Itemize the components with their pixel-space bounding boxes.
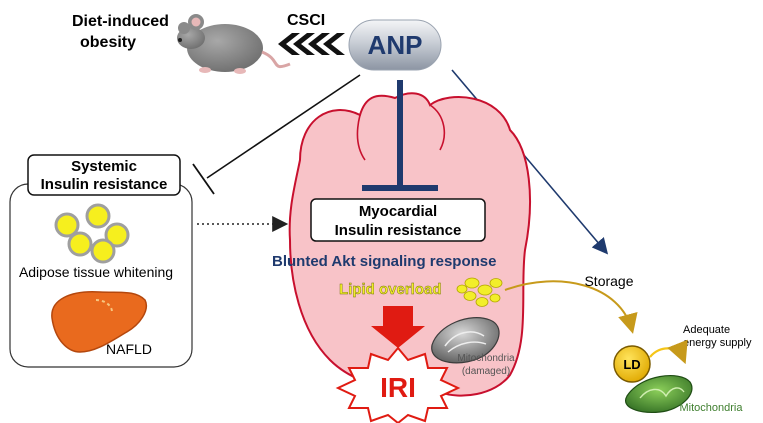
adequate-label-line2: energy supply [683, 337, 752, 349]
diet-obesity-label-line2: obesity [80, 34, 136, 51]
blunted-akt-label: Blunted Akt signaling response [272, 253, 496, 270]
anp-to-systemic-inhibition-line [206, 74, 361, 179]
anp-label: ANP [368, 30, 423, 60]
myocardial-insulin-resistance-box: Myocardial Insulin resistance [310, 198, 486, 242]
nafld-label: NAFLD [106, 341, 152, 357]
heart-shape [288, 92, 531, 397]
adipose-label: Adipose tissue whitening [19, 264, 173, 280]
systemic-inhibition-tbar [192, 163, 215, 195]
mitochondria-icon [625, 375, 693, 413]
lipid-droplet-ld: LD [613, 345, 651, 383]
csci-label: CSCI [287, 12, 325, 29]
iri-starburst: IRI [335, 346, 461, 423]
diet-obesity-label-line1: Diet-induced [72, 13, 169, 30]
lipid-to-ld-arrow [504, 280, 638, 334]
ld-label: LD [623, 357, 640, 372]
mitochondria-label: Mitochondria [680, 402, 744, 414]
myocardial-label-line2: Insulin resistance [335, 222, 462, 239]
anp-capsule: ANP [348, 19, 442, 71]
myocardial-label-line1: Myocardial [359, 203, 437, 220]
lipid-droplets-icon [456, 277, 503, 307]
iri-label: IRI [380, 372, 416, 403]
adipose-cells-icon [54, 203, 130, 264]
mouse-icon [177, 14, 291, 74]
mito-damaged-label-line2: (damaged) [462, 366, 510, 377]
chevrons-left-icon [278, 33, 345, 55]
storage-label: Storage [584, 273, 633, 289]
adequate-label-line1: Adequate [683, 324, 730, 336]
down-arrow-icon [371, 306, 425, 348]
systemic-label-line1: Systemic [71, 158, 137, 175]
mito-damaged-label-line1: Mitochondria [457, 353, 515, 364]
liver-icon [51, 291, 147, 353]
damaged-mitochondria-icon [431, 317, 500, 364]
energy-supply-arrow [649, 339, 688, 365]
lipid-overload-label: Lipid overload [339, 281, 442, 298]
systemic-label-line2: Insulin resistance [41, 176, 168, 193]
